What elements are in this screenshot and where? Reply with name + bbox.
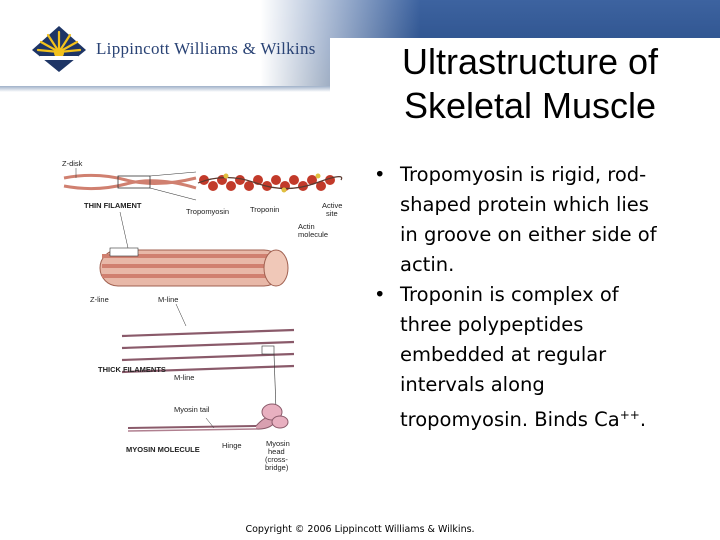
label-z-disk: Z-disk	[62, 159, 83, 168]
title-backdrop	[330, 38, 720, 130]
label-thin-filament: THIN FILAMENT	[84, 201, 142, 210]
label-active-site-1: Active	[322, 201, 342, 210]
label-myosin-head-4: bridge)	[265, 463, 289, 472]
title-line-1: Ultrastructure of	[401, 41, 659, 82]
label-z-line: Z-line	[90, 295, 109, 304]
bullet-text: Tropomyosin is rigid, rod-shaped protein…	[400, 163, 657, 276]
muscle-ultrastructure-figure: Z-disk THIN FILAMENT Tropomyosin Troponi…	[62, 159, 342, 472]
label-myosin-head-2: head	[268, 447, 285, 456]
label-m-line-top: M-line	[158, 295, 178, 304]
bullet-text: Troponin is complex of three polypeptide…	[400, 283, 620, 431]
label-myosin-head-3: (cross-	[265, 455, 288, 464]
myofibril-diagram: Z-line M-line	[90, 211, 289, 327]
label-myosin-tail: Myosin tail	[174, 405, 210, 414]
myosin-molecule-diagram: Myosin tail Hinge MYOSIN MOLECULE Myosin…	[126, 403, 290, 472]
label-thick-filaments: THICK FILAMENTS	[98, 365, 166, 374]
label-active-site-2: site	[326, 209, 338, 218]
label-troponin: Troponin	[250, 205, 279, 214]
label-hinge: Hinge	[222, 441, 242, 450]
thin-filament-diagram: Z-disk THIN FILAMENT Tropomyosin Troponi…	[62, 159, 342, 239]
label-m-line-mid: M-line	[174, 373, 194, 382]
publisher-name: Lippincott Williams & Wilkins	[96, 39, 316, 58]
bullet-list: • Tropomyosin is rigid, rod-shaped prote…	[372, 160, 672, 435]
label-myosin-molecule: MYOSIN MOLECULE	[126, 445, 200, 454]
bullet-item: • Tropomyosin is rigid, rod-shaped prote…	[372, 160, 672, 280]
bullet-suffix: .	[639, 408, 647, 431]
copyright-footer: Copyright © 2006 Lippincott Williams & W…	[245, 524, 475, 535]
slide-title: Ultrastructure of Skeletal Muscle	[345, 40, 715, 128]
bullet-dot: •	[374, 163, 386, 186]
label-actin-2: molecule	[298, 230, 328, 239]
label-tropomyosin: Tropomyosin	[186, 207, 229, 216]
bullet-dot: •	[374, 283, 386, 306]
bullet-item: • Troponin is complex of three polypepti…	[372, 280, 672, 435]
publisher-logo-icon	[32, 26, 86, 72]
label-actin-1: Actin	[298, 222, 315, 231]
title-line-2: Skeletal Muscle	[403, 85, 657, 126]
bullet-superscript: ++	[619, 408, 640, 422]
thick-filaments-diagram	[121, 328, 295, 374]
label-myosin-head-1: Myosin	[266, 439, 290, 448]
